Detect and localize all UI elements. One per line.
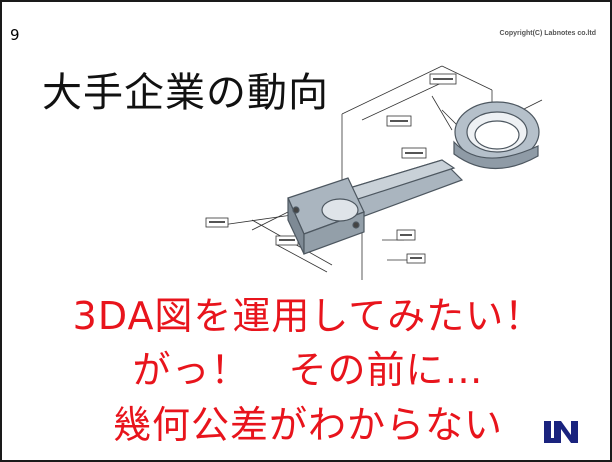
message-line-2: がっ！ その前に… [132,348,484,392]
message-line-1: 3DA図を運用してみたい！ [72,294,544,338]
labnotes-logo-icon [544,421,578,443]
page-number: 9 [10,26,20,44]
message-line-3: 幾何公差がわからない [112,403,503,447]
slide-title: 大手企業の動向 [42,70,329,116]
connecting-rod-3d-drawing [205,65,543,280]
copyright-notice: Copyright(C) Labnotes co.ltd [499,30,596,37]
